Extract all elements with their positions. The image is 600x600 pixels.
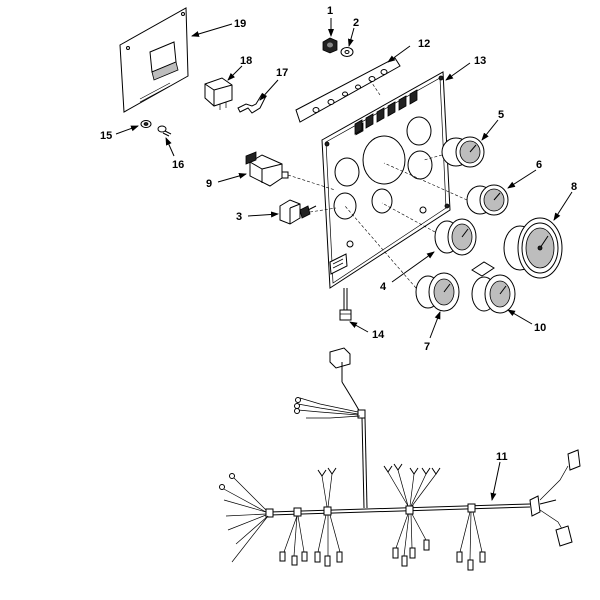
callout-12: 12 — [418, 38, 430, 50]
callout-17: 17 — [276, 67, 288, 79]
washer-nut — [140, 120, 152, 128]
indicator-window-row — [354, 89, 418, 135]
callout-16: 16 — [172, 159, 184, 171]
gauge-6 — [383, 162, 509, 216]
callout-3: 3 — [236, 211, 242, 223]
toggle-switch — [279, 199, 337, 225]
callout-14: 14 — [372, 329, 385, 341]
callout-1: 1 — [327, 5, 333, 17]
callout-18: 18 — [240, 55, 252, 67]
callout-2: 2 — [353, 17, 359, 29]
circuit-breaker — [245, 151, 336, 191]
washer — [340, 47, 354, 57]
instrument-panel — [321, 71, 451, 289]
wiring-harness — [219, 347, 581, 571]
leader-lines — [115, 18, 573, 501]
callout-19: 19 — [234, 18, 246, 30]
callout-labels: 1 2 3 4 5 6 7 8 9 10 11 12 13 14 15 16 1… — [100, 5, 577, 463]
callout-7: 7 — [424, 341, 430, 353]
bracket-clip — [237, 93, 267, 114]
callout-15: 15 — [100, 130, 112, 142]
relay — [204, 77, 233, 110]
callout-4: 4 — [380, 281, 387, 293]
indicator-bar — [295, 57, 401, 123]
callout-13: 13 — [474, 55, 486, 67]
callout-10: 10 — [534, 322, 546, 334]
gauge-10 — [471, 261, 516, 314]
callout-8: 8 — [571, 181, 577, 193]
callout-6: 6 — [536, 159, 542, 171]
nut — [322, 37, 338, 54]
gauge-8 — [503, 217, 563, 279]
callout-9: 9 — [206, 178, 212, 190]
gauge-7 — [344, 205, 460, 312]
callout-5: 5 — [498, 109, 504, 121]
gauge-5 — [423, 136, 485, 168]
callout-11: 11 — [496, 451, 508, 463]
screw — [157, 125, 172, 137]
circuit-board — [119, 7, 189, 113]
gauge-4 — [381, 202, 477, 256]
sender-fitting — [339, 288, 352, 321]
